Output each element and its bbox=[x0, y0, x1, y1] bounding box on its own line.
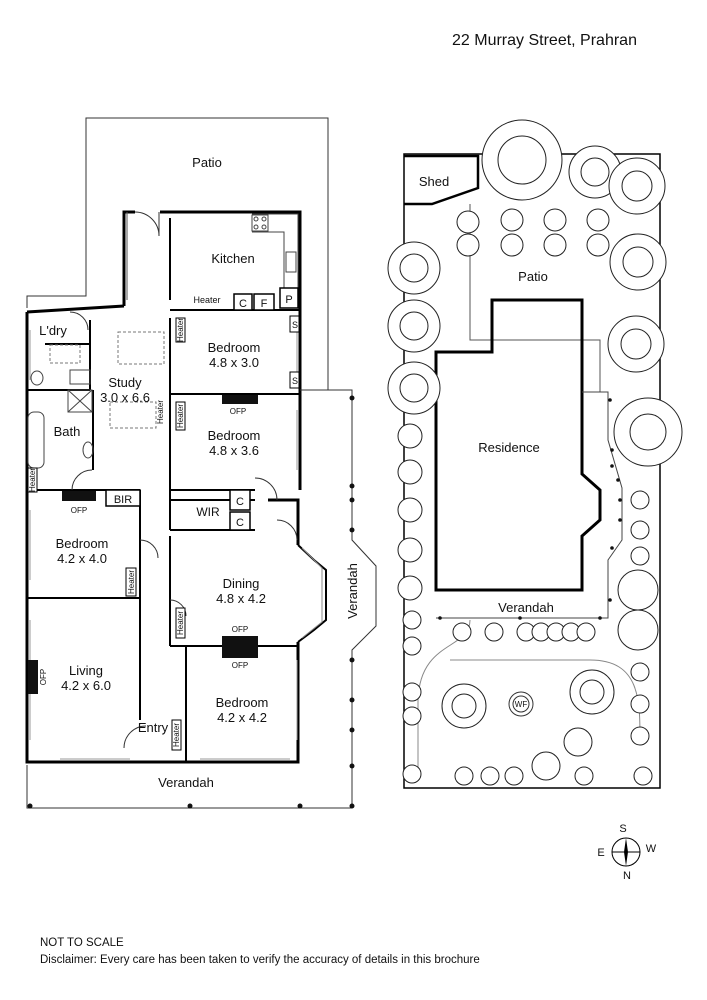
heater-label-bath: Heater bbox=[28, 468, 37, 492]
compass-n: N bbox=[623, 870, 631, 882]
patio-outline bbox=[26, 117, 329, 390]
patio-outline-site bbox=[469, 204, 601, 392]
heater-label-kitchen: Heater bbox=[193, 295, 220, 305]
property-address: 22 Murray Street, Prahran bbox=[452, 32, 637, 49]
footer-notes: NOT TO SCALE Disclaimer: Every care has … bbox=[40, 935, 480, 969]
not-to-scale-note: NOT TO SCALE bbox=[40, 937, 124, 949]
dining-dims: 4.8 x 4.2 bbox=[216, 591, 266, 606]
outer-walls bbox=[25, 310, 302, 764]
residence-outline bbox=[434, 298, 602, 592]
site-verandah-label: Verandah bbox=[498, 600, 554, 615]
heater-label-entry: Heater bbox=[172, 723, 181, 747]
bedroom4-dims: 4.2 x 4.2 bbox=[217, 710, 267, 725]
bath-label: Bath bbox=[54, 424, 81, 439]
site-patio-label: Patio bbox=[518, 269, 548, 284]
ofp-label-bedroom2: OFP bbox=[230, 407, 246, 416]
wf-label: WF bbox=[515, 700, 528, 709]
shed-label: Shed bbox=[419, 174, 449, 189]
study-label: Study bbox=[108, 375, 142, 390]
bathroom-fixtures bbox=[27, 369, 94, 469]
bir-label: BIR bbox=[114, 494, 132, 506]
bedroom4-label: Bedroom bbox=[216, 695, 269, 710]
ofp-label-living: OFP bbox=[39, 669, 48, 685]
bedroom3-label: Bedroom bbox=[56, 536, 109, 551]
residence-label: Residence bbox=[478, 440, 539, 455]
front-verandah-label: Verandah bbox=[158, 775, 214, 790]
bedroom1-label: Bedroom bbox=[208, 340, 261, 355]
ofp-label-bedroom4: OFP bbox=[232, 661, 248, 670]
kitchen-cupboard-c: C bbox=[239, 298, 247, 310]
shelf-s1: S bbox=[292, 320, 298, 330]
verandah-posts bbox=[27, 395, 355, 809]
ofp-label-dining: OFP bbox=[232, 625, 248, 634]
shelf-s2: S bbox=[292, 376, 298, 386]
compass-w: W bbox=[646, 843, 657, 855]
compass-s: S bbox=[619, 823, 626, 835]
floor-plan: C F P C C BIR S S OFP OFP OFP OFP OFP bbox=[25, 117, 377, 809]
living-label: Living bbox=[69, 663, 103, 678]
heater-label-bedroom2: Heater bbox=[176, 404, 185, 428]
fireplaces bbox=[28, 395, 258, 694]
wir-cupboard-c1: C bbox=[236, 496, 244, 508]
wir-cupboard-c2: C bbox=[236, 517, 244, 529]
site-plan: Shed Patio Residence Verandah WF bbox=[387, 119, 683, 789]
wir-label: WIR bbox=[196, 505, 220, 519]
verandah-outline bbox=[26, 389, 377, 809]
heater-label-study: Heater bbox=[156, 400, 165, 424]
living-dims: 4.2 x 6.0 bbox=[61, 678, 111, 693]
ofp-label-bedroom3: OFP bbox=[71, 506, 87, 515]
kitchen-walls bbox=[122, 210, 302, 310]
laundry-label: L'dry bbox=[39, 323, 67, 338]
compass-icon: S W E N bbox=[597, 823, 656, 882]
verandah-posts-site bbox=[438, 398, 622, 620]
bedroom2-label: Bedroom bbox=[208, 428, 261, 443]
kitchen-fixtures bbox=[251, 213, 299, 292]
study-dims: 3.0 x 6.6 bbox=[100, 390, 150, 405]
door-swings bbox=[69, 211, 298, 749]
shed-outline bbox=[404, 154, 480, 206]
heater-label-dining: Heater bbox=[176, 611, 185, 635]
dining-label: Dining bbox=[223, 576, 260, 591]
site-trees bbox=[387, 119, 683, 786]
side-verandah-label: Verandah bbox=[345, 563, 360, 619]
kitchen-label: Kitchen bbox=[211, 251, 254, 266]
disclaimer-text: Disclaimer: Every care has been taken to… bbox=[40, 954, 480, 966]
compass-e: E bbox=[597, 847, 604, 859]
patio-label: Patio bbox=[192, 155, 222, 170]
bedroom3-dims: 4.2 x 4.0 bbox=[57, 551, 107, 566]
skylights bbox=[49, 331, 165, 429]
kitchen-pantry-p: P bbox=[285, 294, 292, 306]
entry-label: Entry bbox=[138, 720, 169, 735]
heater-label-bedroom3: Heater bbox=[127, 570, 136, 594]
bedroom2-dims: 4.8 x 3.6 bbox=[209, 443, 259, 458]
bedroom1-dims: 4.8 x 3.0 bbox=[209, 355, 259, 370]
heater-label-bedroom1: Heater bbox=[176, 318, 185, 342]
verandah-outline-site bbox=[436, 391, 623, 619]
kitchen-fridge-f: F bbox=[261, 298, 268, 310]
water-feature bbox=[508, 691, 534, 717]
